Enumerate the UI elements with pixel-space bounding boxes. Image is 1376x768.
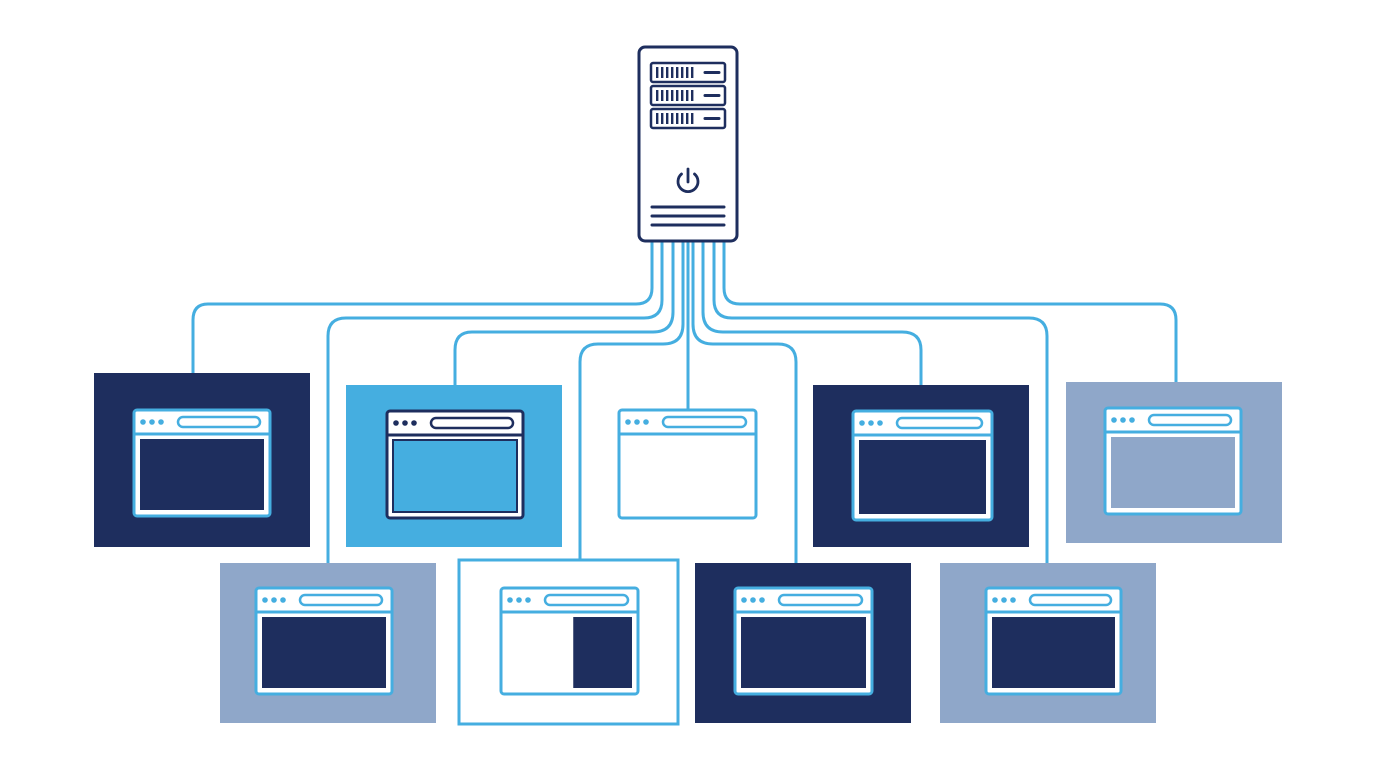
- window-dot-icon: [393, 420, 399, 426]
- client-window-tiles: [94, 373, 1282, 726]
- connector-line-2: [326, 240, 664, 565]
- client-tile-3: [617, 408, 758, 520]
- client-tile-9: [940, 563, 1156, 723]
- browser-window-icon: [733, 586, 874, 696]
- window-dot-icon: [1129, 417, 1135, 423]
- browser-window-icon: [984, 586, 1123, 696]
- browser-window-icon: [385, 409, 525, 520]
- window-dot-icon: [1111, 417, 1117, 423]
- connector-line-7: [701, 240, 923, 387]
- window-dot-icon: [149, 419, 155, 425]
- window-dot-icon: [868, 420, 874, 426]
- client-tile-1: [94, 373, 310, 547]
- window-dot-icon: [158, 419, 164, 425]
- window-dot-icon: [402, 420, 408, 426]
- screen-panel: [392, 439, 518, 513]
- browser-window-icon: [499, 586, 640, 696]
- power-icon: [676, 167, 700, 193]
- client-tile-2: [346, 385, 562, 547]
- address-bar: [777, 593, 864, 607]
- client-tile-4: [813, 385, 1029, 547]
- window-dot-icon: [140, 419, 146, 425]
- browser-window-icon: [132, 408, 272, 518]
- window-dot-icon: [411, 420, 417, 426]
- browser-window-icon: [617, 408, 758, 520]
- client-tile-6: [220, 563, 436, 723]
- window-dot-icon: [271, 597, 277, 603]
- window-dot-icon: [525, 597, 531, 603]
- browser-window-icon: [1103, 406, 1243, 516]
- connector-lines: [191, 240, 1178, 565]
- address-bar: [298, 593, 384, 607]
- drive-bay-icon: [649, 84, 727, 107]
- screen-panel: [859, 440, 986, 514]
- window-dot-icon: [262, 597, 268, 603]
- window-dot-icon: [877, 420, 883, 426]
- screen-panel: [992, 617, 1115, 688]
- connector-line-1: [191, 240, 654, 375]
- window-frame: [617, 408, 758, 520]
- client-tile-5: [1066, 382, 1282, 543]
- address-bar: [176, 415, 262, 429]
- window-dot-icon: [859, 420, 865, 426]
- vent-lines: [650, 205, 726, 227]
- screen-panel: [1111, 437, 1235, 508]
- address-bar: [661, 415, 748, 429]
- server-tower-icon: [637, 45, 739, 243]
- window-dot-icon: [634, 419, 640, 425]
- connector-line-9: [722, 240, 1178, 384]
- connector-line-8: [712, 240, 1049, 565]
- screen-panel: [262, 617, 386, 688]
- address-bar: [429, 416, 515, 430]
- window-dot-icon: [750, 597, 756, 603]
- connector-line-3: [453, 240, 675, 387]
- screen-panel: [741, 617, 866, 688]
- address-bar: [543, 593, 630, 607]
- window-dot-icon: [625, 419, 631, 425]
- drive-bay-icon: [649, 61, 727, 84]
- window-dot-icon: [741, 597, 747, 603]
- client-tile-8: [695, 563, 911, 723]
- window-dot-icon: [1010, 597, 1016, 603]
- browser-window-icon: [254, 586, 394, 696]
- browser-window-icon: [851, 409, 994, 522]
- window-dot-icon: [516, 597, 522, 603]
- address-bar: [895, 416, 984, 430]
- window-dot-icon: [280, 597, 286, 603]
- address-bar: [1028, 593, 1113, 607]
- screen-panel: [573, 617, 632, 688]
- window-dot-icon: [992, 597, 998, 603]
- screen-panel: [140, 439, 264, 510]
- window-dot-icon: [1001, 597, 1007, 603]
- connector-line-6: [691, 240, 798, 565]
- connector-line-4: [578, 240, 685, 562]
- drive-bay-icon: [649, 107, 727, 130]
- window-dot-icon: [643, 419, 649, 425]
- window-dot-icon: [507, 597, 513, 603]
- window-dot-icon: [1120, 417, 1126, 423]
- address-bar: [1147, 413, 1233, 427]
- client-tile-7: [457, 558, 680, 726]
- window-dot-icon: [759, 597, 765, 603]
